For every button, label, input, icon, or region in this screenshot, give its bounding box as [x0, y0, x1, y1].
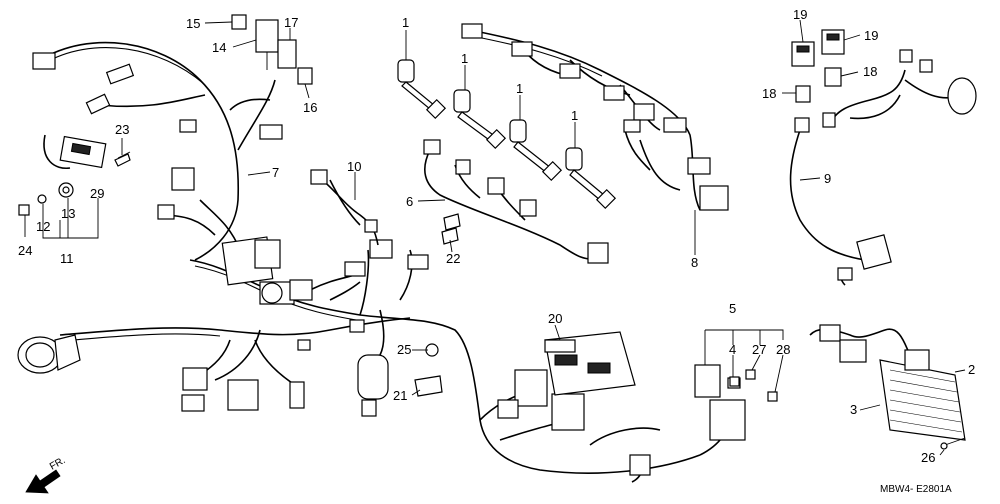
callout-15: 15 [186, 16, 200, 31]
callout-7: 7 [272, 165, 279, 180]
callout-labels: 1 1 1 1 2 3 4 5 6 7 8 9 10 11 12 13 14 1… [18, 7, 975, 465]
callout-3: 3 [850, 402, 857, 417]
sub-harness-6 [423, 139, 609, 264]
callout-6: 6 [406, 194, 413, 209]
front-arrow-icon [25, 469, 61, 494]
callout-4: 4 [729, 342, 736, 357]
condenser-unit [357, 343, 443, 417]
front-direction-indicator: FR. [25, 455, 67, 494]
relays-14-17 [231, 14, 313, 85]
callout-16: 16 [303, 100, 317, 115]
harness-connectors [32, 52, 746, 476]
callout-17: 17 [284, 15, 298, 30]
relays-18-19 [791, 29, 845, 103]
callout-8: 8 [691, 255, 698, 270]
sub-harness-9 [789, 49, 977, 286]
callout-23: 23 [115, 122, 129, 137]
callout-5: 5 [729, 301, 736, 316]
callout-1-a: 1 [402, 15, 409, 30]
callout-11: 11 [60, 251, 74, 266]
main-wire-harness [39, 41, 731, 483]
callout-29: 29 [90, 186, 104, 201]
diagram-code: MBW4- E2801A [880, 484, 952, 495]
callout-12: 12 [36, 219, 50, 234]
module-13-29 [18, 134, 131, 216]
leader-lines [24, 19, 966, 456]
callout-2: 2 [968, 362, 975, 377]
sub-harness-10 [310, 169, 379, 246]
ignition-coil [397, 59, 447, 120]
ignition-coil [509, 119, 563, 182]
callout-10: 10 [347, 159, 361, 174]
callout-27: 27 [752, 342, 766, 357]
callout-20: 20 [548, 311, 562, 326]
callout-25: 25 [397, 342, 411, 357]
callout-19-a: 19 [793, 7, 807, 22]
callout-14: 14 [212, 40, 226, 55]
callout-1-b: 1 [461, 51, 468, 66]
callout-24: 24 [18, 243, 32, 258]
callout-28: 28 [776, 342, 790, 357]
callout-18-b: 18 [762, 86, 776, 101]
round-connector [17, 334, 81, 374]
callout-21: 21 [393, 388, 407, 403]
callout-19-b: 19 [864, 28, 878, 43]
ecu-unit-20 [544, 331, 636, 396]
callout-1-c: 1 [516, 81, 523, 96]
callout-13: 13 [61, 206, 75, 221]
injector-harness-8 [461, 23, 729, 211]
front-label: FR. [48, 455, 67, 473]
ignition-coils [397, 59, 617, 210]
ignition-coil [453, 89, 507, 150]
callout-9: 9 [824, 171, 831, 186]
callout-22: 22 [446, 251, 460, 266]
callout-18-a: 18 [863, 64, 877, 79]
callout-1-d: 1 [571, 108, 578, 123]
ignition-coil [565, 147, 617, 210]
regulator-rectifier [809, 324, 966, 450]
callout-26: 26 [921, 450, 935, 465]
small-clips [117, 151, 778, 402]
